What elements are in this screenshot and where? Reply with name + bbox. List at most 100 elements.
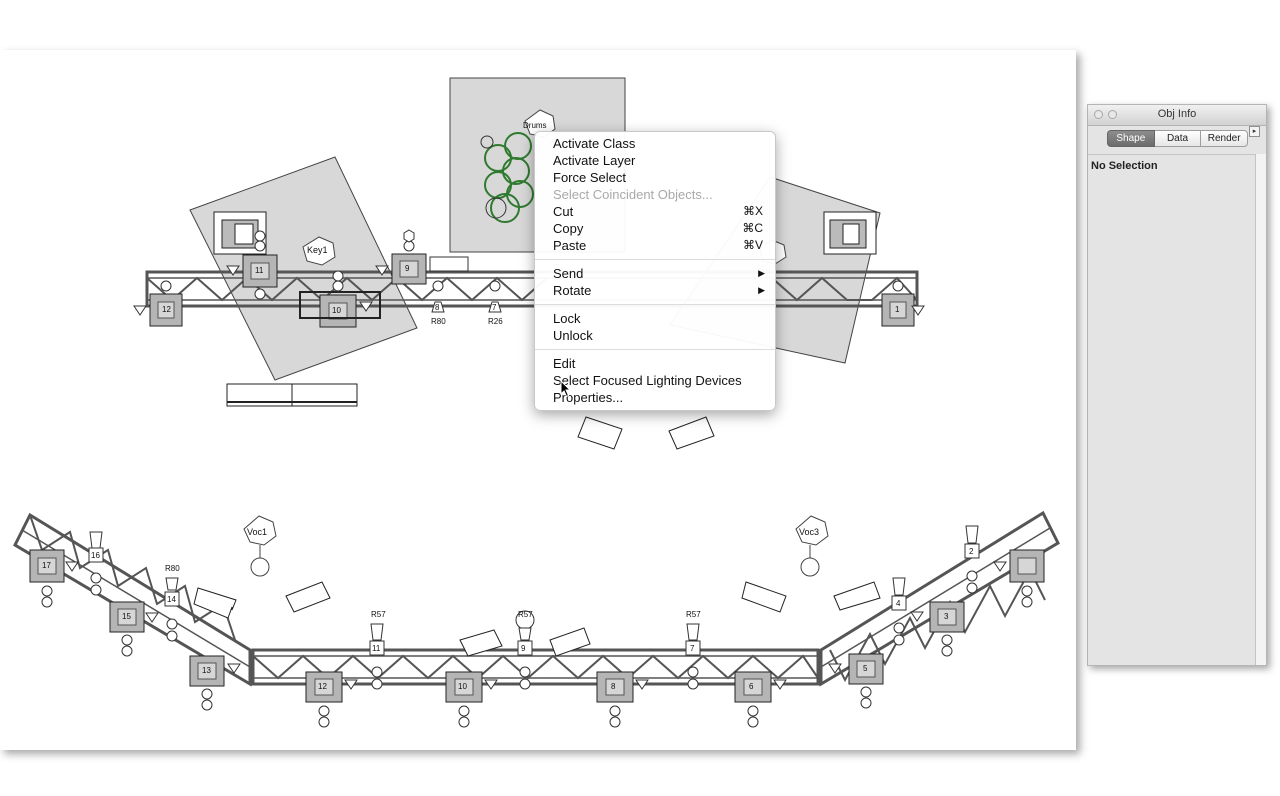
fixture-7b-label: 7 (690, 644, 695, 653)
menu-properties-label: Properties... (553, 390, 624, 405)
fixture-6b-label: 6 (749, 682, 754, 691)
bottom-fixture-3[interactable]: 3 (910, 601, 965, 657)
menu-select-coincident-objects: Select Coincident Objects... (535, 186, 775, 203)
menu-force-select-label: Force Select (553, 170, 626, 185)
palette-title: Obj Info (1157, 108, 1197, 120)
fixture-8b-label: 8 (611, 682, 616, 691)
drum-kit[interactable] (480, 132, 534, 223)
bottom-fixture-15[interactable]: 15 (109, 601, 159, 657)
bottom-fixture-2[interactable]: 2 (964, 525, 980, 594)
menu-cut-shortcut: ⌘X (742, 204, 763, 218)
menu-select-coincident-label: Select Coincident Objects... (553, 187, 713, 202)
selection-status: No Selection (1091, 160, 1158, 172)
minimize-palette-icon[interactable] (1108, 110, 1117, 119)
top-fixture-12[interactable]: 12 (133, 280, 183, 327)
fixture-9b-label: 9 (521, 644, 526, 653)
close-palette-icon[interactable] (1094, 110, 1103, 119)
menu-cut[interactable]: Cut ⌘X (535, 203, 775, 220)
menu-send-label: Send (553, 266, 584, 281)
top-fixture-7-small[interactable]: 7 R26 (488, 280, 503, 326)
voc3-label: Voc3 (799, 527, 819, 537)
tab-shape[interactable]: Shape (1107, 130, 1155, 147)
voc3-position[interactable]: Voc3 (795, 515, 829, 577)
menu-activate-class[interactable]: Activate Class (535, 135, 775, 152)
menu-send[interactable]: Send ▶ (535, 265, 775, 282)
menu-paste-label: Paste (553, 238, 587, 253)
wedge-center-left[interactable] (577, 416, 623, 450)
color-r57-center: R57 (518, 610, 533, 619)
menu-unlock[interactable]: Unlock (535, 327, 775, 344)
wedge-voc3-left[interactable] (741, 581, 787, 613)
menu-cut-label: Cut (553, 204, 574, 219)
mouse-pointer-icon (560, 380, 572, 398)
color-r57-right: R57 (686, 610, 701, 619)
bottom-fixture-6[interactable]: 6 (734, 671, 787, 728)
fixture-11-label: 11 (255, 266, 264, 275)
bottom-fixture-8[interactable]: 8 (596, 671, 649, 728)
fixture-11b-label: 11 (372, 644, 381, 653)
top-fixture-8-small[interactable]: 8 R80 (431, 280, 446, 326)
submenu-arrow-icon: ▶ (758, 285, 765, 295)
wedge-center-right[interactable] (668, 416, 715, 450)
menu-copy[interactable]: Copy⌘C (535, 220, 775, 237)
menu-edit[interactable]: Edit (535, 355, 775, 372)
bottom-fixture-7[interactable]: R57 7 (685, 610, 701, 690)
obj-info-palette[interactable]: Obj Info Shape Data Render ▸ No Selectio… (1087, 104, 1267, 666)
bottom-fixture-13[interactable]: 13 (189, 655, 241, 711)
wedge-voc1-left[interactable] (193, 587, 237, 619)
bottom-fixture-9[interactable]: 9 R57 (515, 610, 535, 690)
bottom-fixture-12[interactable]: 12 (305, 671, 358, 728)
lighting-plot-drawing[interactable]: Drums Key1 12 (0, 50, 1076, 750)
wedge-voc3-right[interactable] (833, 581, 881, 611)
top-fixture-1[interactable]: 1 (881, 280, 925, 327)
bottom-fixture-5[interactable]: 5 (828, 653, 884, 709)
bottom-fixture-11[interactable]: R57 11 (369, 610, 386, 690)
key1-label: Key1 (307, 245, 328, 255)
palette-menu-icon[interactable]: ▸ (1249, 126, 1260, 137)
menu-force-select[interactable]: Force Select (535, 169, 775, 186)
palette-titlebar[interactable]: Obj Info (1088, 105, 1266, 126)
menu-lock[interactable]: Lock (535, 310, 775, 327)
context-menu[interactable]: Activate Class Activate Layer Force Sele… (534, 131, 776, 411)
fixture-4b-label: 4 (896, 599, 901, 608)
fixture-17-label: 17 (42, 561, 51, 570)
top-fixture-11[interactable]: 11 (226, 230, 278, 300)
top-fixture-9[interactable]: 9 (375, 229, 469, 285)
bottom-fixture-14[interactable]: R80 14 (164, 564, 180, 642)
bottom-fixture-4[interactable]: 4 (891, 577, 907, 646)
fixture-9-label: 9 (405, 264, 410, 273)
tab-render[interactable]: Render (1201, 130, 1249, 147)
key1-position[interactable] (302, 236, 336, 266)
bottom-fixture-1[interactable] (993, 549, 1045, 608)
wedge-center-b[interactable] (549, 627, 591, 657)
floor-box-left-b[interactable] (291, 383, 358, 407)
wedge-center-a[interactable] (459, 629, 503, 657)
keyboard-right[interactable] (823, 211, 877, 255)
fixture-8-small-label: 8 (435, 303, 440, 312)
obj-info-tabs: Shape Data Render (1107, 130, 1249, 147)
menu-rotate[interactable]: Rotate ▶ (535, 282, 775, 299)
fixture-13-label: 13 (202, 666, 211, 675)
menu-activate-layer[interactable]: Activate Layer (535, 152, 775, 169)
bottom-fixture-16[interactable]: 16 (88, 531, 104, 596)
color-r26: R26 (488, 317, 503, 326)
bottom-fixture-10[interactable]: 10 (445, 671, 498, 728)
fixture-15-label: 15 (122, 612, 131, 621)
menu-paste-shortcut: ⌘V (742, 238, 763, 252)
palette-scrollbar[interactable] (1255, 154, 1266, 665)
tab-data[interactable]: Data (1154, 130, 1202, 147)
menu-rotate-label: Rotate (553, 283, 592, 298)
fixture-12-label: 12 (162, 305, 171, 314)
fixture-3b-label: 3 (944, 612, 949, 621)
voc1-position[interactable]: Voc1 (243, 515, 277, 577)
menu-paste[interactable]: Paste ⌘V (535, 237, 775, 254)
bottom-fixture-17[interactable]: 17 (29, 549, 79, 608)
wedge-voc1-right[interactable] (285, 581, 331, 613)
menu-properties[interactable]: Properties... (535, 389, 775, 406)
fixture-16-label: 16 (91, 551, 100, 560)
submenu-arrow-icon: ▶ (758, 268, 765, 278)
top-fixture-10[interactable]: 10 (299, 270, 381, 328)
menu-select-focused-lighting-devices[interactable]: Select Focused Lighting Devices (535, 372, 775, 389)
fixture-5b-label: 5 (863, 664, 868, 673)
menu-copy-label: Copy (553, 221, 584, 236)
